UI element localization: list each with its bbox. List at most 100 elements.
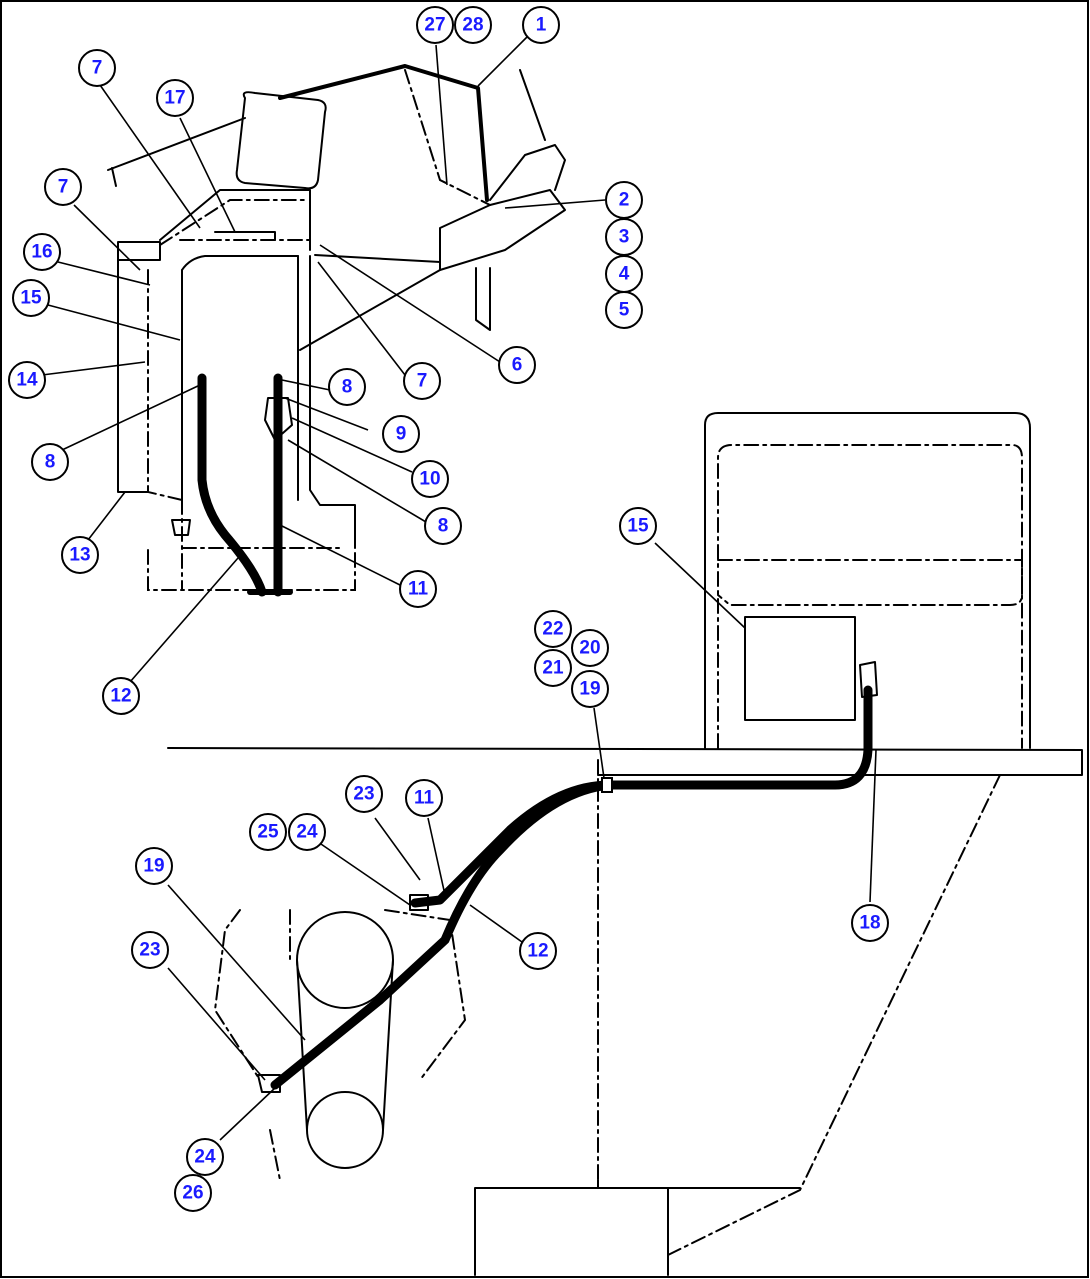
- line-to-6: [314, 254, 441, 263]
- leader-14: [41, 361, 146, 376]
- callout-label: 4: [619, 264, 630, 285]
- heater-box: [744, 616, 856, 721]
- leader-10: [291, 417, 413, 473]
- callout-23a: 23: [345, 775, 383, 813]
- leader-15a: [47, 304, 181, 341]
- callout-label: 10: [419, 469, 440, 490]
- callout-label: 16: [31, 242, 52, 263]
- callout-label: 15: [20, 288, 42, 309]
- fitting-24-lower: [257, 1074, 281, 1093]
- callout-20: 20: [571, 629, 609, 667]
- callout-label: 3: [619, 227, 630, 248]
- leader-11b: [427, 817, 446, 896]
- callout-label: 1: [536, 15, 547, 36]
- engine-block: [213, 909, 261, 1081]
- callout-25: 25: [249, 813, 287, 851]
- callout-24b: 24: [186, 1138, 224, 1176]
- support-rod: [107, 117, 246, 171]
- callout-label: 24: [296, 822, 318, 843]
- callout-15b: 15: [619, 507, 657, 545]
- heater-stalk: [475, 267, 491, 331]
- callout-label: 2: [619, 190, 630, 211]
- leader-11a: [279, 524, 401, 586]
- leader-7a: [99, 84, 201, 229]
- callout-label: 26: [182, 1183, 203, 1204]
- callout-7b: 7: [44, 168, 82, 206]
- callout-23b: 23: [131, 931, 169, 969]
- callout-8a: 8: [31, 443, 69, 481]
- hose-12-upper: [197, 373, 267, 597]
- callout-label: 11: [408, 579, 429, 600]
- callout-label: 13: [69, 545, 90, 566]
- heater-rod: [519, 69, 546, 141]
- callout-label: 28: [462, 15, 483, 36]
- callout-label: 21: [542, 658, 564, 679]
- leader-7b: [73, 204, 141, 271]
- top-line: [278, 64, 489, 202]
- upper-assembly: [107, 64, 566, 597]
- callout-12b: 12: [519, 932, 557, 970]
- callout-label: 23: [353, 784, 374, 805]
- leader-19b: [167, 884, 306, 1041]
- callout-3: 3: [605, 218, 643, 256]
- callout-4: 4: [605, 255, 643, 293]
- cab-front: [117, 259, 149, 493]
- engine-pulley-bottom: [306, 1091, 384, 1169]
- callout-label: 27: [424, 15, 445, 36]
- callout-18: 18: [851, 904, 889, 942]
- callout-label: 25: [257, 822, 279, 843]
- callout-11b: 11: [405, 779, 443, 817]
- body-slope: [667, 774, 1001, 1256]
- leader-7c: [317, 261, 406, 376]
- callout-label: 9: [396, 424, 407, 445]
- mirror-panel: [235, 91, 327, 190]
- callout-label: 19: [143, 856, 164, 877]
- body-block: [474, 1187, 669, 1276]
- leader-15b: [654, 542, 746, 629]
- callout-label: 11: [414, 788, 435, 809]
- leader-19a: [593, 707, 605, 779]
- callout-label: 8: [45, 452, 56, 473]
- heater-dashed: [404, 69, 491, 206]
- leader-8c: [287, 439, 427, 523]
- engine-right: [384, 909, 467, 1081]
- callout-6: 6: [498, 346, 536, 384]
- callout-label: 6: [512, 355, 523, 376]
- valve-10: [264, 397, 293, 441]
- cab-inner-top: [159, 199, 306, 246]
- callout-21: 21: [534, 649, 572, 687]
- leader-23a: [374, 817, 421, 881]
- callout-label: 19: [579, 679, 600, 700]
- cab-right-outline: [704, 412, 1031, 749]
- fitting-18: [859, 661, 878, 698]
- callout-26: 26: [174, 1174, 212, 1212]
- heater-outlet: [489, 144, 566, 201]
- callout-13: 13: [61, 536, 99, 574]
- tank-17: [214, 231, 276, 241]
- leader-9: [284, 397, 369, 431]
- callout-label: 7: [417, 371, 428, 392]
- cab-inner: [147, 269, 183, 501]
- callout-label: 12: [110, 686, 131, 707]
- callout-label: 5: [619, 300, 630, 321]
- platform: [167, 747, 1083, 776]
- callout-22: 22: [534, 610, 572, 648]
- callout-label: 22: [542, 619, 563, 640]
- hose-lower-2: [270, 780, 615, 1090]
- callout-10: 10: [411, 460, 449, 498]
- callout-14: 14: [8, 361, 46, 399]
- callouts: 1 2 3 4 5 6 7 7 7 8 8 8 9 10 11 11 12 12…: [8, 6, 889, 1212]
- callout-24a: 24: [288, 813, 326, 851]
- callout-label: 24: [194, 1147, 216, 1168]
- callout-5: 5: [605, 291, 643, 329]
- callout-label: 18: [859, 913, 880, 934]
- clamp-19: [601, 777, 613, 793]
- leader-8b: [281, 379, 331, 391]
- callout-17: 17: [156, 79, 194, 117]
- callout-label: 14: [16, 370, 38, 391]
- callout-7c: 7: [403, 362, 441, 400]
- cab-column-2: [309, 255, 356, 546]
- callout-15a: 15: [12, 279, 50, 317]
